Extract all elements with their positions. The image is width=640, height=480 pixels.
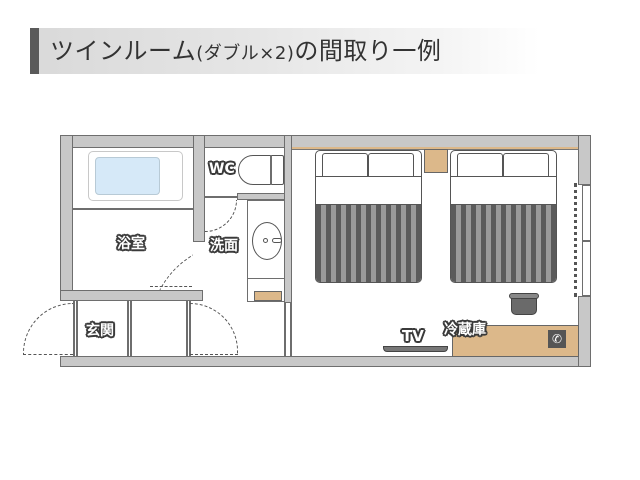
bed-1-pillow-right <box>368 153 414 176</box>
wall-bottom <box>60 356 591 367</box>
label-tv: TV <box>402 327 424 345</box>
tv-stand <box>383 346 448 352</box>
wall-wc-bottom <box>237 193 290 200</box>
title-main: ツインルーム <box>50 37 197 65</box>
entrance-post-1 <box>73 301 75 356</box>
wc-door-swing <box>205 200 237 232</box>
bed-2-blanket <box>451 204 556 282</box>
closet-door-swing[interactable] <box>190 303 238 355</box>
sink-faucet <box>272 238 282 243</box>
corridor-line-2 <box>290 303 292 356</box>
bath-divider <box>73 208 193 210</box>
label-entrance: 玄関 <box>86 323 114 339</box>
entrance-post-5 <box>186 301 188 356</box>
curtain <box>574 183 579 297</box>
stool-top <box>509 293 539 299</box>
label-fridge: 冷蔵庫 <box>444 322 486 338</box>
phone-icon: ✆ <box>548 330 566 348</box>
entrance-post-4 <box>130 301 132 356</box>
entrance-post-6 <box>189 301 191 356</box>
corridor-line <box>284 303 286 356</box>
wc-bottom-line <box>205 196 237 198</box>
sink-drain <box>263 238 268 243</box>
wall-corridor-right <box>284 135 292 303</box>
toilet-tank-line <box>270 155 272 185</box>
window-divider <box>582 240 591 242</box>
wall-left <box>60 135 73 300</box>
title-accent-bar <box>30 28 39 74</box>
entrance-post-2 <box>76 301 78 356</box>
label-toilet: WC <box>209 161 235 177</box>
wall-right-lower <box>578 296 591 367</box>
title-bar <box>30 28 540 74</box>
bed-2-pillow-left <box>457 153 503 176</box>
bed-1-pillow-left <box>322 153 368 176</box>
wall-bath-bottom <box>60 290 203 301</box>
bed-2-pillow-right <box>503 153 549 176</box>
title-paren: (ダブル×2) <box>196 43 295 64</box>
nightstand <box>424 149 448 173</box>
label-bathroom: 浴室 <box>117 236 145 252</box>
entrance-door-swing[interactable] <box>23 303 73 355</box>
label-washroom: 洗面 <box>210 238 238 254</box>
bath-door-line <box>150 286 192 287</box>
wall-bath-right <box>193 135 205 242</box>
vanity-shelf <box>254 291 282 301</box>
entrance-post-3 <box>127 301 129 356</box>
bathtub-water <box>95 157 160 195</box>
title-rest: の間取り一例 <box>294 37 442 65</box>
wall-right-upper <box>578 135 591 185</box>
toilet <box>238 155 284 185</box>
bed-1-blanket <box>316 204 421 282</box>
page-title: ツインルーム(ダブル×2)の間取り一例 <box>50 34 441 71</box>
